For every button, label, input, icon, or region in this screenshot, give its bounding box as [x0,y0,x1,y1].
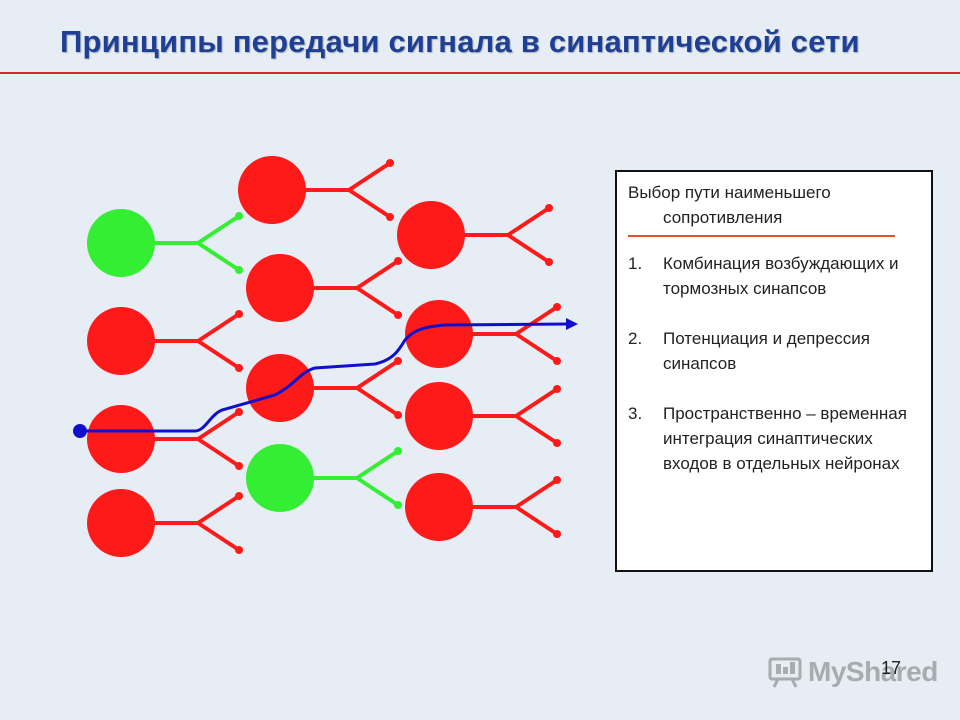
inhibitory-neuron [246,444,402,512]
neuron-body [87,209,155,277]
neuron-body [405,382,473,450]
axon-branch-upper [196,312,241,343]
synapse-terminal [553,439,561,447]
neuron-body [397,201,465,269]
presentation-board-icon [768,657,802,688]
axon-branch-lower [514,505,559,536]
logo-text: MyShared [808,656,938,687]
excitatory-neuron [397,201,553,269]
panel-heading-line1: Выбор пути наименьшего [628,183,831,202]
synapse-terminal [235,310,243,318]
axon-branch-lower [196,521,241,552]
axon-branch-upper [355,449,400,480]
neuron-body [405,473,473,541]
signal-path [73,318,578,438]
info-panel: Выбор пути наименьшего сопротивления 1. … [615,170,933,572]
neuron-body [238,156,306,224]
synapse-terminal [394,447,402,455]
synapse-terminal [394,357,402,365]
list-item: 1. Комбинация возбуждающих и тормозных с… [628,251,919,301]
synapse-terminal [235,212,243,220]
page-number: 17 [881,658,902,678]
excitatory-neuron [246,254,402,322]
list-item-text: Комбинация возбуждающих и тормозных сина… [663,254,899,298]
neuron-body [405,300,473,368]
axon-branch-upper [514,478,559,509]
list-item: 2. Потенциация и депрессия синапсов [628,326,919,376]
list-item-number: 1. [628,254,643,273]
list-item-text: Потенциация и депрессия синапсов [663,329,870,373]
synapse-terminal [386,159,394,167]
axon-branch-upper [355,259,400,290]
panel-heading-line2: сопротивления [663,208,783,227]
axon-branch-lower [355,386,400,417]
neuron-body [246,254,314,322]
synapse-terminal [235,408,243,416]
axon-branch-lower [196,339,241,370]
excitatory-neuron [87,489,243,557]
synapse-terminal [553,357,561,365]
excitatory-neuron [246,354,402,422]
axon-branch-lower [347,188,392,219]
axon-branch-upper [506,206,551,237]
signal-line [80,322,569,433]
axon-branch-upper [347,161,392,192]
neuron-body [87,489,155,557]
axon-branch-lower [196,241,241,272]
excitatory-neuron [87,307,243,375]
axon-branch-upper [355,359,400,390]
synapse-terminal [235,546,243,554]
synapse-terminal [394,311,402,319]
neuron-group [87,156,561,557]
panel-heading: Выбор пути наименьшего сопротивления [628,180,919,230]
axon-branch-lower [514,332,559,363]
list-item-number: 2. [628,329,643,348]
axon-branch-lower [196,437,241,468]
synapse-terminal [235,462,243,470]
slide-title: Принципы передачи сигнала в синаптическо… [60,24,860,59]
excitatory-neuron [405,382,561,450]
synapse-terminal [394,257,402,265]
inhibitory-neuron [87,209,243,277]
axon-branch-upper [196,214,241,245]
synapse-terminal [235,266,243,274]
list-item-text: Пространственно – временная интеграция с… [663,404,907,473]
excitatory-neuron [87,405,243,473]
synapse-terminal [553,530,561,538]
synapse-terminal [553,303,561,311]
neuron-body [87,307,155,375]
title-underline [0,72,960,74]
neuron-body [246,444,314,512]
synapse-terminal [545,258,553,266]
synapse-terminal [553,476,561,484]
synapse-terminal [235,364,243,372]
axon-branch-upper [514,305,559,336]
panel-divider [628,235,895,237]
neuron-body [87,405,155,473]
synapse-terminal [386,213,394,221]
excitatory-neuron [238,156,394,224]
axon-branch-upper [196,494,241,525]
synapse-terminal [394,411,402,419]
synapse-terminal [394,501,402,509]
axon-branch-upper [514,387,559,418]
list-item-number: 3. [628,404,643,423]
list-item: 3. Пространственно – временная интеграци… [628,401,919,476]
axon-branch-lower [355,286,400,317]
axon-branch-lower [514,414,559,445]
axon-branch-lower [355,476,400,507]
synapse-terminal [553,385,561,393]
axon-branch-upper [196,410,241,441]
neuron-body [246,354,314,422]
excitatory-neuron [405,300,561,368]
arrow-right-icon [566,318,578,330]
excitatory-neuron [405,473,561,541]
synapse-terminal [235,492,243,500]
synapse-terminal [545,204,553,212]
axon-branch-lower [506,233,551,264]
watermark-logo: MyShared [768,655,938,689]
